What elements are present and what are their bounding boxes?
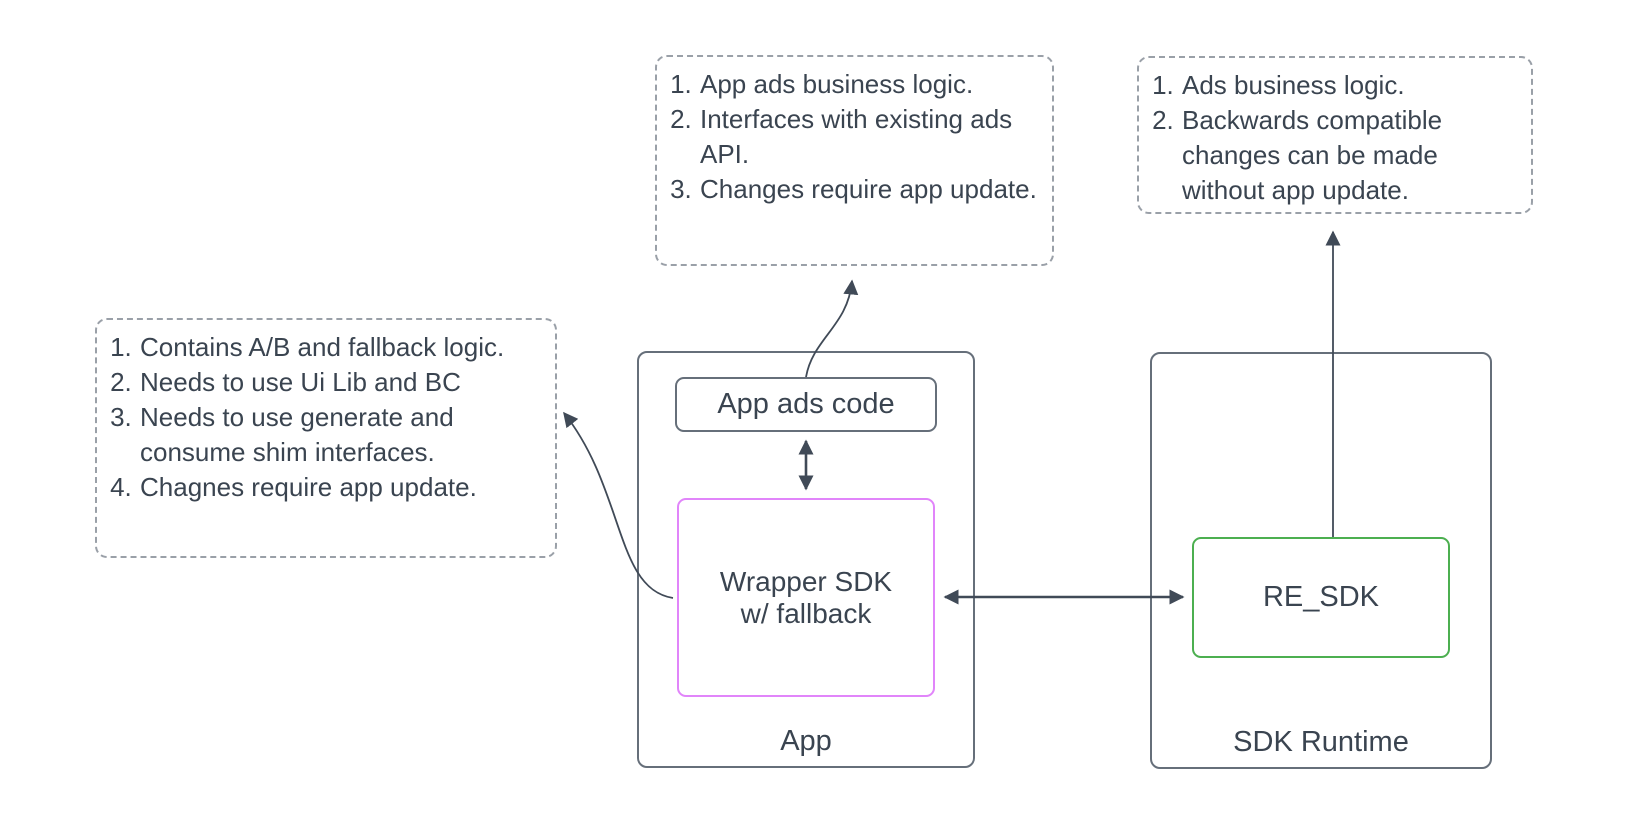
wrapper-sdk-note: Contains A/B and fallback logic.Needs to… [95,318,557,558]
note-item: App ads business logic. [699,67,1046,102]
app-ads-note: App ads business logic.Interfaces with e… [655,55,1054,266]
re-sdk-node: RE_SDK [1192,537,1450,658]
note-item: Contains A/B and fallback logic. [139,330,549,365]
note-item: Chagnes require app update. [139,470,549,505]
app-container-label: App [780,725,832,757]
sdk-note: Ads business logic.Backwards compatible … [1137,56,1533,214]
note-item: Needs to use generate and consume shim i… [139,400,549,470]
note-item: Ads business logic. [1181,68,1525,103]
wrapper-sdk-node: Wrapper SDK w/ fallback [677,498,935,697]
sdk-runtime-container-label: SDK Runtime [1233,726,1409,758]
note-item: Changes require app update. [699,172,1046,207]
wrapper-sdk-note-list: Contains A/B and fallback logic.Needs to… [103,330,549,505]
app-ads-code-node: App ads code [675,377,937,432]
note-item: Backwards compatible changes can be made… [1181,103,1525,208]
app-ads-note-list: App ads business logic.Interfaces with e… [663,67,1046,207]
sdk-runtime-container: SDK Runtime [1150,352,1492,769]
note-item: Interfaces with existing ads API. [699,102,1046,172]
sdk-note-list: Ads business logic.Backwards compatible … [1145,68,1525,208]
note-item: Needs to use Ui Lib and BC [139,365,549,400]
